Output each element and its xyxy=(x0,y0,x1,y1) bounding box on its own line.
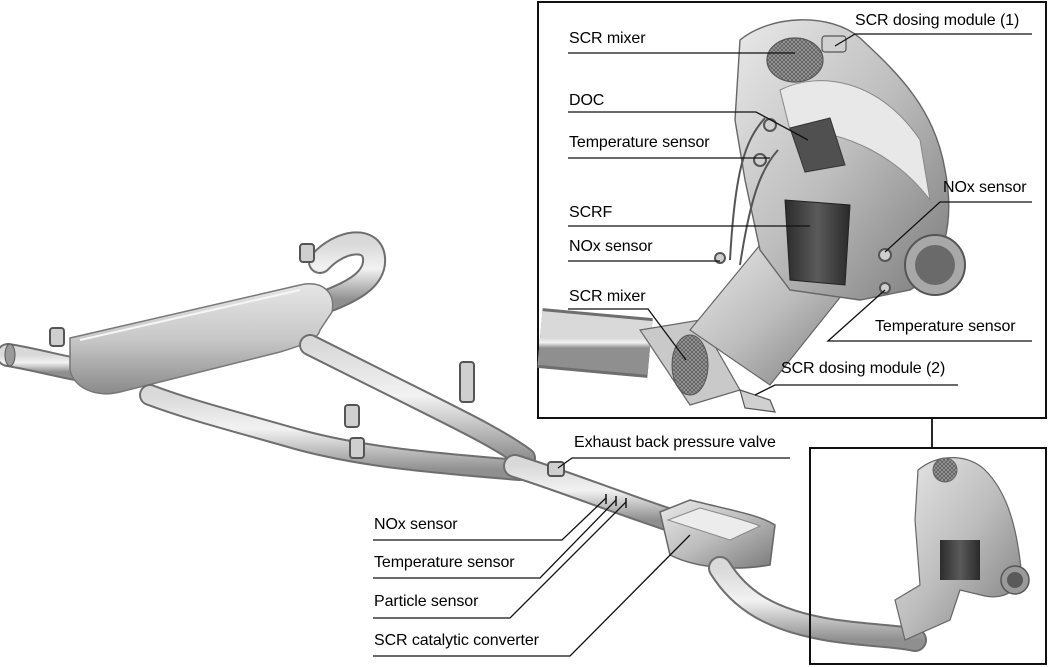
label-scr-dosing-module-1: SCR dosing module (1) xyxy=(855,12,1020,29)
leader-doc xyxy=(568,111,809,141)
label-temperature-sensor-right: Temperature sensor xyxy=(875,318,1016,335)
label-doc: DOC xyxy=(569,92,605,109)
label-nox-sensor-bottom: NOx sensor xyxy=(374,516,458,533)
leader-lines xyxy=(373,33,1032,657)
label-scr-mixer-top: SCR mixer xyxy=(569,30,646,47)
leader-scr-dosing-module-1 xyxy=(834,33,1032,47)
label-exhaust-back-pressure-valve: Exhaust back pressure valve xyxy=(574,434,776,451)
leader-scr-mixer-lower xyxy=(568,308,687,361)
leader-temperature-sensor-right xyxy=(826,289,1032,342)
leader-temperature-sensor-bottom xyxy=(373,499,617,579)
leader-nox-sensor-right xyxy=(884,201,1032,253)
leader-scr-dosing-module-2 xyxy=(754,384,958,396)
label-scr-catalytic-converter: SCR catalytic converter xyxy=(374,632,539,649)
leader-particle-sensor xyxy=(373,501,627,619)
front-module-detail-view xyxy=(537,1,1047,419)
label-temperature-sensor-upper: Temperature sensor xyxy=(569,134,710,151)
label-nox-sensor-mid: NOx sensor xyxy=(569,238,653,255)
leader-scr-catalytic-converter xyxy=(373,534,691,657)
exhaust-assembly xyxy=(0,231,927,652)
label-particle-sensor: Particle sensor xyxy=(374,593,479,610)
label-nox-sensor-right: NOx sensor xyxy=(943,179,1027,196)
label-scr-mixer-lower: SCR mixer xyxy=(569,288,646,305)
label-temperature-sensor-bottom: Temperature sensor xyxy=(374,554,515,571)
leader-nox-sensor-bottom xyxy=(373,497,607,541)
label-scr-dosing-module-2: SCR dosing module (2) xyxy=(781,360,946,377)
label-scrf: SCRF xyxy=(569,204,613,221)
front-module-small-view xyxy=(809,447,1047,665)
leader-exhaust-back-pressure-valve xyxy=(557,457,790,469)
